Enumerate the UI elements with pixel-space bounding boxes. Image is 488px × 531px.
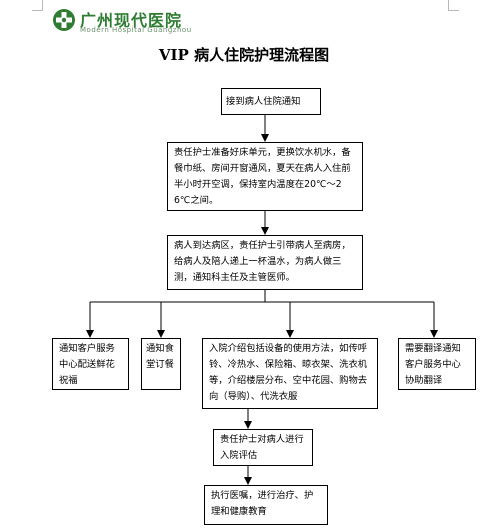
flow-step-patient-arrival: 病人到达病区，责任护士引带病人至病房，给病人及陪人递上一杯温水，为病人做三测，通… bbox=[167, 235, 363, 290]
corner-mark-top-left bbox=[32, 0, 43, 11]
page-title: VIP 病人住院护理流程图 bbox=[158, 46, 330, 64]
corner-mark-top-right bbox=[448, 0, 459, 11]
flow-step-prepare-room: 责任护士准备好床单元，更换饮水机水，备餐巾纸、房间开窗通风，夏天在病人入住前半小… bbox=[167, 142, 363, 211]
flow-step-receive-notice: 接到病人住院通知 bbox=[221, 88, 321, 115]
hospital-name-en: Modern Hospital Guangzhou bbox=[80, 26, 192, 34]
flow-branch-order-meal: 通知食堂订餐 bbox=[141, 338, 181, 390]
flow-step-admission-assessment: 责任护士对病人进行入院评估 bbox=[213, 429, 313, 466]
hospital-logo-icon bbox=[53, 9, 75, 31]
flow-branch-flower-delivery: 通知客户服务中心配送鲜花祝福 bbox=[52, 338, 129, 390]
hospital-logo: 广州现代医院 Modern Hospital Guangzhou bbox=[52, 6, 212, 38]
flow-branch-translation: 需要翻译通知客户服务中心协助翻译 bbox=[398, 338, 476, 390]
flow-branch-admission-intro: 入院介绍包括设备的使用方法，如传呼铃、冷热水、保险箱、晾衣架、洗衣机等，介绍楼层… bbox=[202, 338, 378, 409]
flow-step-execute-orders: 执行医嘱，进行治疗、护理和健康教育 bbox=[204, 485, 328, 525]
hospital-name-cn: 广州现代医院 bbox=[80, 11, 183, 30]
